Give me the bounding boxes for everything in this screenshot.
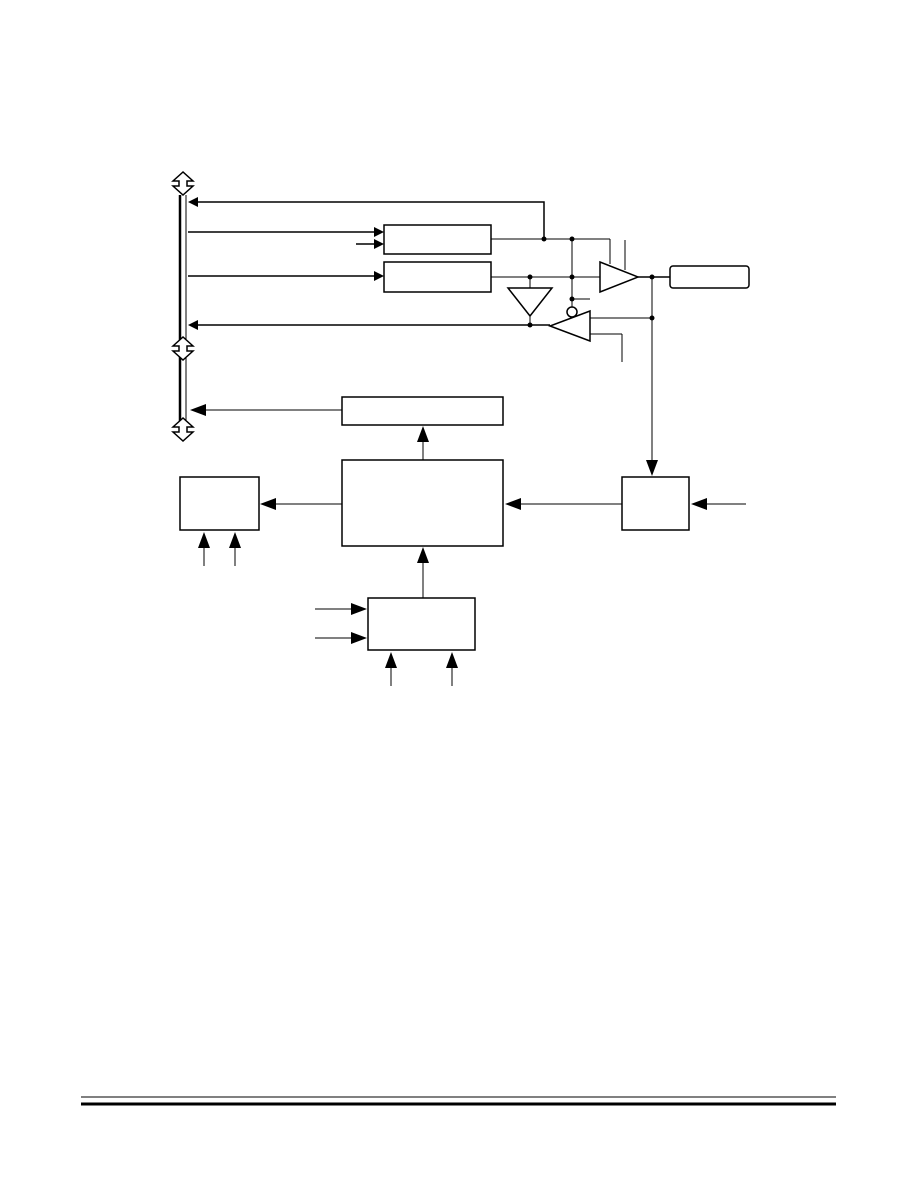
bus-bidirectional-arrow-bottom [171, 416, 195, 443]
control-to-left-block [260, 498, 342, 510]
left-block-inputs [198, 532, 241, 566]
lower-block-left-inputs [315, 603, 367, 644]
footer-rule [81, 1096, 836, 1106]
left-block [179, 476, 260, 531]
output-pin [669, 265, 750, 289]
feedback-line-top [188, 197, 545, 239]
bus-bidirectional-arrow-top [171, 170, 195, 197]
register-top [383, 224, 492, 255]
internal-bus [171, 170, 195, 443]
output-buffer [599, 260, 641, 294]
arrowhead-into-bus-top [188, 197, 198, 207]
lower-block-to-control [417, 547, 429, 598]
lower-block-bottom-inputs [385, 652, 458, 686]
bus-drive-block [341, 396, 504, 426]
right-block-input [691, 498, 746, 510]
control-to-bus-drive [417, 426, 429, 460]
center-control-block [341, 459, 504, 547]
lower-input-block [367, 597, 476, 651]
inverter-bubble [566, 306, 578, 318]
bus-to-register-top [188, 227, 384, 237]
right-block-to-control [505, 498, 622, 510]
bus-drive-to-bus [190, 404, 342, 416]
input-buffer [547, 309, 591, 343]
pin-node-wiring [590, 277, 658, 476]
output-to-pin [638, 274, 670, 280]
clock-input-register-top [356, 239, 384, 249]
register-bottom [383, 261, 492, 293]
input-buffer-to-bus [188, 320, 550, 330]
register-bottom-output [491, 274, 600, 288]
downward-buffer [506, 287, 554, 318]
bus-bidirectional-arrow-middle [171, 335, 195, 362]
right-block [621, 476, 690, 531]
register-top-output [491, 236, 611, 302]
bus-to-register-bottom [188, 271, 384, 281]
